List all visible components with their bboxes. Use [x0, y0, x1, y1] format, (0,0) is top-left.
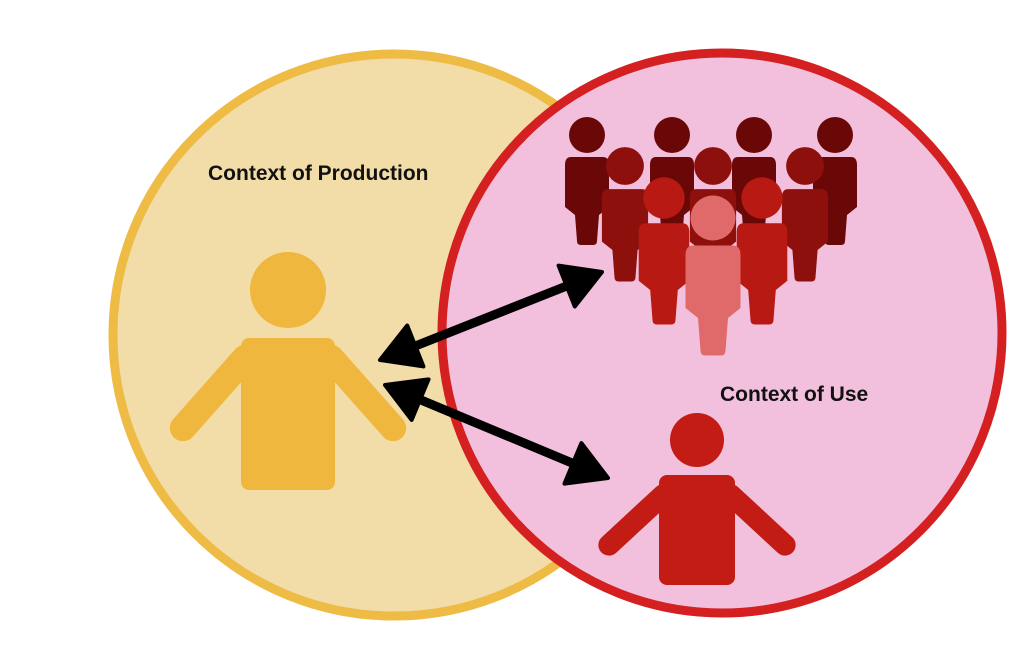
producer-person-icon — [169, 252, 407, 490]
person-head — [250, 252, 326, 328]
crowd-person-icon — [685, 195, 741, 356]
crowd-person-icon — [736, 177, 788, 325]
person-arm — [720, 484, 796, 556]
arrowhead-icon — [556, 263, 604, 309]
arrow-shaft — [411, 392, 582, 471]
crowd-person-icon — [601, 147, 649, 282]
person-arm — [598, 484, 674, 556]
arrowhead-icon — [378, 323, 426, 369]
person-arm — [317, 344, 407, 442]
arrowhead-icon — [562, 441, 610, 486]
context-of-use-label: Context of Use — [720, 383, 869, 406]
user-person-icon — [598, 413, 796, 585]
context-of-production-label: Context of Production — [208, 162, 429, 185]
person-body — [659, 475, 735, 585]
crowd-person-icon — [565, 117, 609, 245]
crowd-person-icon — [781, 147, 829, 282]
arrows — [378, 263, 610, 486]
audience-crowd-icon — [565, 117, 857, 356]
person-head — [670, 413, 724, 467]
person-arm — [169, 344, 259, 442]
arrowhead-icon — [383, 377, 431, 422]
person-body — [241, 338, 335, 490]
crowd-person-icon — [638, 177, 690, 325]
arrow-shaft — [406, 279, 576, 353]
